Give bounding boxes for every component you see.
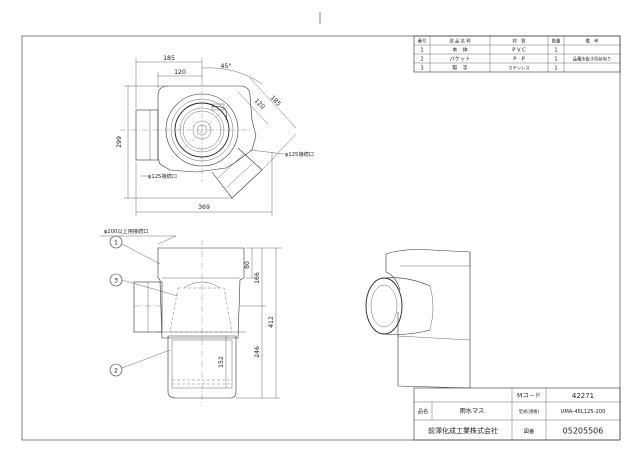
row3-material: ステンレス (508, 66, 529, 72)
row2-no: 2 (420, 57, 423, 63)
row2-name: バケット (450, 56, 471, 63)
drawing-frame (21, 35, 621, 441)
title-block: Mコ－ド 42271 品名 雨水マス 型式(規格) UMA-45L125-200… (413, 387, 621, 441)
dim-120-top: 120 (174, 69, 186, 76)
drawing-no-value: 05205506 (563, 427, 604, 436)
balloon-1: 1 (114, 240, 118, 247)
label-phi125-bottom: φ125接続口 (148, 172, 177, 180)
header-name: 部 品 名 称 (449, 38, 471, 45)
dim-80: 80 (244, 261, 251, 269)
company-name: 前澤化成工業株式会社 (428, 426, 498, 435)
diagonal-outlet (211, 147, 263, 199)
name-value: 雨水マス (460, 407, 485, 415)
row2-qty: 1 (554, 57, 557, 63)
row1-qty: 1 (554, 48, 557, 54)
name-label: 品名 (418, 407, 428, 415)
mcode-value: 42271 (572, 392, 594, 400)
header-no: 番号 (418, 38, 427, 45)
dim-120-diagonal: 120 (253, 97, 266, 110)
row2-note: 品種水抜き形状有り (573, 56, 612, 63)
row3-qty: 1 (554, 66, 557, 72)
dim-246: 246 (254, 346, 261, 358)
header-material: 材 質 (513, 38, 527, 45)
dim-45-degree: 45° (221, 62, 232, 70)
row1-name: 本 体 (452, 46, 468, 54)
left-outlet (135, 109, 159, 161)
dim-412: 412 (268, 316, 275, 328)
balloon-3: 3 (114, 278, 118, 285)
label-phi125-side: φ125接続口 (285, 150, 314, 158)
row3-no: 3 (420, 66, 423, 72)
dim-185-diagonal: 185 (269, 94, 282, 107)
isometric-view (365, 249, 471, 389)
label-phi200: φ200以上用接続口 (104, 227, 148, 235)
balloon-2: 2 (114, 368, 118, 375)
row3-name: 取 手 (452, 64, 468, 72)
model-value: UMA-45L125-200 (561, 409, 606, 415)
dim-369: 369 (198, 204, 210, 211)
row1-material: P V C (512, 48, 526, 54)
front-view: φ200以上用接続口 80 166 412 246 152 1 3 2 (100, 227, 282, 406)
header-note: 備 考 (586, 38, 600, 45)
mcode-label: Mコ－ド (517, 393, 541, 400)
header-qty: 数量 (552, 38, 561, 45)
parts-table: 番号 部 品 名 称 材 質 数量 備 考 1 本 体 P V C 1 2 バケ… (413, 35, 621, 73)
drawing-no-label: 図番 (524, 428, 535, 435)
plan-view: 185 120 45° 120 185 299 369 φ125接続口 φ125… (116, 55, 314, 216)
dim-299: 299 (116, 136, 123, 148)
dim-185-top: 185 (163, 55, 175, 62)
dim-166: 166 (254, 272, 261, 284)
row2-material: P P (513, 57, 524, 63)
dim-152: 152 (218, 356, 225, 368)
row1-no: 1 (420, 48, 423, 54)
model-label: 型式(規格) (519, 408, 540, 415)
